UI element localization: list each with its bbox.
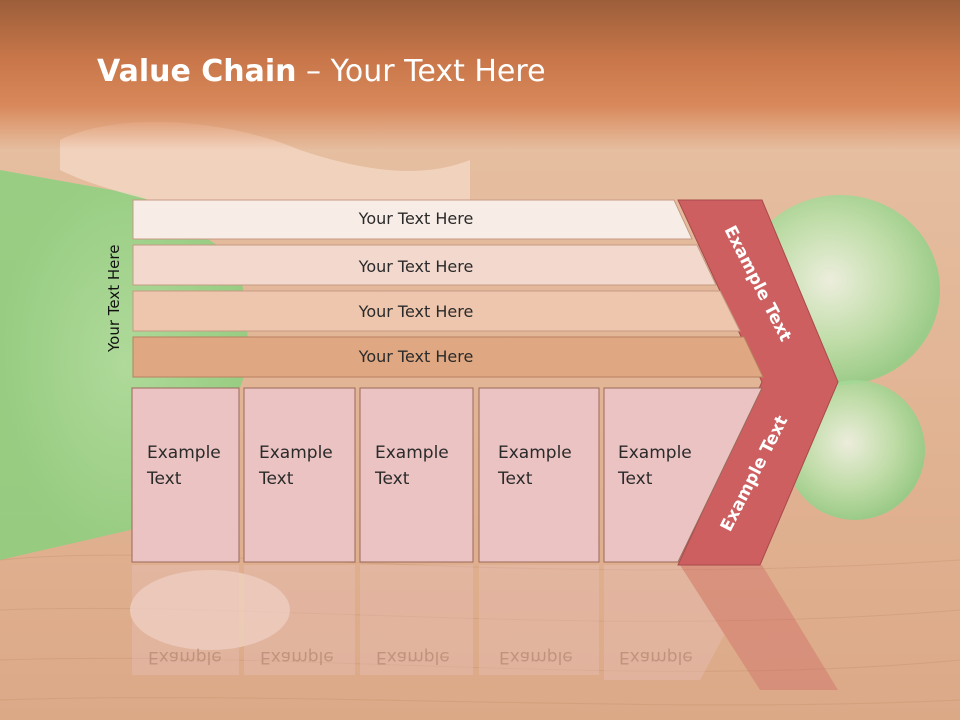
box-3-line1: Example [375, 443, 449, 463]
box-5-line2: Text [617, 469, 653, 489]
reflection-texts: Example Example Example Example Example [148, 647, 693, 667]
reflection-box-5 [604, 565, 762, 680]
bar-4-label: Your Text Here [358, 347, 474, 366]
bar-3-label: Your Text Here [358, 302, 474, 321]
box-1-line2: Text [146, 469, 182, 489]
reflection-chevron [680, 565, 838, 690]
box-4 [478, 387, 600, 563]
box-3-line2: Text [374, 469, 410, 489]
title-rest: – Your Text Here [296, 54, 546, 89]
reflection-text-3: Example [376, 647, 450, 667]
reflection-box-1 [132, 565, 239, 675]
reflection-text-2: Example [260, 647, 334, 667]
box-4-line1: Example [498, 443, 572, 463]
bar-2-label: Your Text Here [358, 257, 474, 276]
chevron-arrow [677, 199, 839, 566]
slide-title: Value Chain – Your Text Here [97, 54, 546, 89]
reflection-text-1: Example [148, 647, 222, 667]
boxes-reflection [132, 565, 838, 690]
reflection-box-3 [360, 565, 473, 675]
box-2 [243, 387, 356, 563]
reflection-box-4 [479, 565, 599, 675]
title-band [0, 0, 960, 150]
bar-3 [132, 290, 741, 332]
bar-1-label: Your Text Here [358, 209, 474, 228]
title-bold: Value Chain [97, 54, 297, 89]
box-2-line2: Text [258, 469, 294, 489]
box-1-line1: Example [147, 443, 221, 463]
box-5-line1: Example [618, 443, 692, 463]
reflection-text-5: Example [619, 647, 693, 667]
box-2-line1: Example [259, 443, 333, 463]
box-4-line2: Text [497, 469, 533, 489]
bar-2 [132, 244, 717, 286]
reflection-box-2 [244, 565, 355, 675]
reflection-text-4: Example [499, 647, 573, 667]
box-3 [359, 387, 474, 563]
bar-4 [132, 336, 764, 378]
box-1 [131, 387, 240, 563]
box-5 [603, 387, 763, 563]
bar-1 [132, 199, 693, 240]
